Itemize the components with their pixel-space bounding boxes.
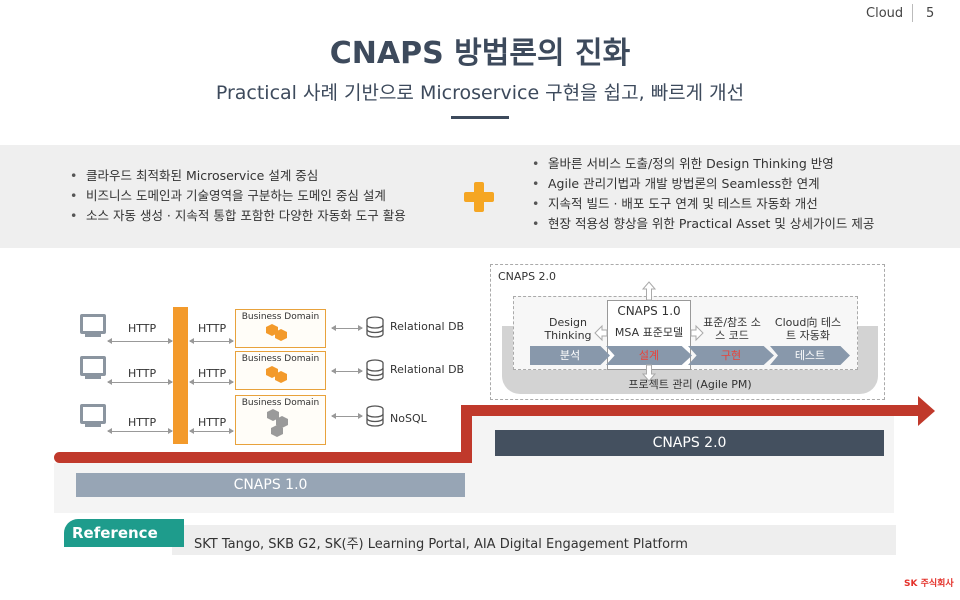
list-item: Agile 관리기법과 개발 방법론의 Seamless한 연계 — [532, 174, 874, 194]
business-domain-box: Business Domain — [235, 395, 326, 445]
http-label: HTTP — [128, 322, 157, 335]
expand-right-arrow-icon — [690, 324, 704, 342]
db-label: Relational DB — [390, 363, 465, 376]
http-label: HTTP — [198, 416, 227, 429]
http-arrow — [189, 338, 234, 344]
business-domain-label: Business Domain — [241, 354, 320, 364]
http-label: HTTP — [198, 322, 227, 335]
cnaps2-feature-list: 올바른 서비스 도출/정의 위한 Design Thinking 반영 Agil… — [532, 154, 874, 234]
phase-step-test: 테스트 — [770, 346, 850, 365]
page-number: 5 — [926, 6, 935, 21]
business-domain-label: Business Domain — [241, 398, 320, 408]
client-monitor-icon — [80, 404, 106, 427]
http-label: HTTP — [128, 416, 157, 429]
list-item: 소스 자동 생성 · 지속적 통합 포함한 다양한 자동화 도구 활용 — [70, 206, 406, 226]
list-item: 비즈니스 도메인과 기술영역을 구분하는 도메인 중심 설계 — [70, 186, 406, 206]
cnaps2-diagram-label: CNAPS 2.0 — [498, 270, 557, 283]
phase-title: CNAPS 1.0 — [617, 304, 681, 318]
hexagon-cluster-icon — [266, 366, 287, 383]
page-title: CNAPS 방법론의 진화 — [329, 36, 631, 71]
cnaps2-bar: CNAPS 2.0 — [495, 430, 884, 456]
cnaps1-feature-list: 클라우드 최적화된 Microservice 설계 중심 비즈니스 도메인과 기… — [70, 166, 406, 226]
reference-tab: Reference — [64, 519, 184, 547]
phase-step-design: 설계 — [606, 346, 692, 365]
db-arrow — [331, 368, 363, 374]
hexagon-cluster-icon — [267, 409, 288, 437]
header-divider — [912, 4, 913, 22]
cnaps2-diagram-box — [490, 264, 885, 400]
reference-text: SKT Tango, SKB G2, SK(주) Learning Portal… — [194, 537, 688, 552]
section-label: Cloud — [866, 6, 904, 21]
reference-box — [172, 525, 896, 555]
expand-up-arrow-icon — [642, 281, 656, 301]
client-monitor-icon — [80, 314, 106, 337]
database-icon — [366, 405, 384, 427]
http-arrow — [189, 379, 234, 385]
http-arrow — [107, 338, 173, 344]
evolution-arrowhead-icon — [918, 396, 935, 426]
http-arrow — [107, 428, 173, 434]
http-label: HTTP — [128, 367, 157, 380]
phase-title: Cloud向 테스트 자동화 — [774, 316, 842, 342]
business-domain-label: Business Domain — [241, 312, 320, 322]
cnaps1-bar: CNAPS 1.0 — [76, 473, 465, 497]
evolution-arrow-lower — [54, 452, 470, 463]
expand-down-arrow-icon — [642, 364, 656, 382]
http-arrow — [107, 379, 173, 385]
database-icon — [366, 359, 384, 381]
list-item: 클라우드 최적화된 Microservice 설계 중심 — [70, 166, 406, 186]
db-arrow — [331, 325, 363, 331]
phase-title: Design Thinking — [544, 316, 592, 342]
evolution-arrow-upper — [461, 405, 925, 416]
sk-logo: SK 주식회사 — [904, 579, 954, 589]
api-gateway-bar — [173, 307, 188, 444]
http-arrow — [189, 428, 234, 434]
client-monitor-icon — [80, 356, 106, 379]
business-domain-box: Business Domain — [235, 351, 326, 390]
agile-pm-label: 프로젝트 관리 (Agile PM) — [628, 378, 752, 391]
db-label: Relational DB — [390, 320, 465, 333]
list-item: 지속적 빌드 · 배포 도구 연계 및 테스트 자동화 개선 — [532, 194, 874, 214]
page-subtitle: Practical 사례 기반으로 Microservice 구현을 쉽고, 빠… — [215, 82, 745, 104]
database-icon — [366, 316, 384, 338]
db-arrow — [331, 413, 363, 419]
evolution-arrow-step — [461, 412, 472, 463]
phase-step-implementation: 구현 — [688, 346, 774, 365]
db-label: NoSQL — [390, 412, 427, 425]
business-domain-box: Business Domain — [235, 309, 326, 348]
http-label: HTTP — [198, 367, 227, 380]
phase-step-analysis: 분석 — [530, 346, 610, 365]
plus-icon-bar — [464, 192, 494, 202]
hexagon-cluster-icon — [266, 324, 287, 341]
title-underline — [451, 116, 509, 119]
list-item: 올바른 서비스 도출/정의 위한 Design Thinking 반영 — [532, 154, 874, 174]
phase-title: 표준/참조 소스 코드 — [703, 316, 761, 342]
expand-left-arrow-icon — [594, 324, 608, 342]
phase-subtitle: MSA 표준모델 — [614, 326, 684, 339]
list-item: 현장 적용성 향상을 위한 Practical Asset 및 상세가이드 제공 — [532, 214, 874, 234]
